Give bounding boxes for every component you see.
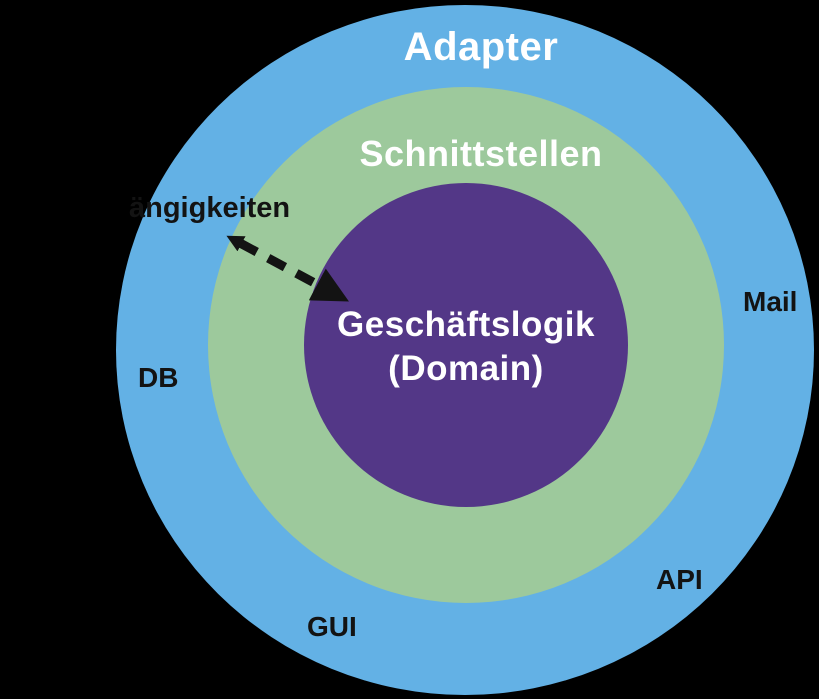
- domain-label-line1: Geschäftslogik: [337, 305, 595, 344]
- domain-label: Geschäftslogik (Domain): [337, 303, 595, 391]
- adapter-ring-label: Adapter: [403, 25, 559, 69]
- domain-label-line2: (Domain): [388, 349, 544, 388]
- dependencies-label: ängigkeiten: [129, 192, 291, 224]
- label-db: DB: [138, 362, 179, 393]
- label-mail: Mail: [743, 286, 798, 317]
- label-gui: GUI: [307, 611, 357, 642]
- schnittstellen-ring-label: Schnittstellen: [359, 133, 603, 174]
- domain-circle: [304, 183, 628, 507]
- label-api: API: [656, 564, 703, 595]
